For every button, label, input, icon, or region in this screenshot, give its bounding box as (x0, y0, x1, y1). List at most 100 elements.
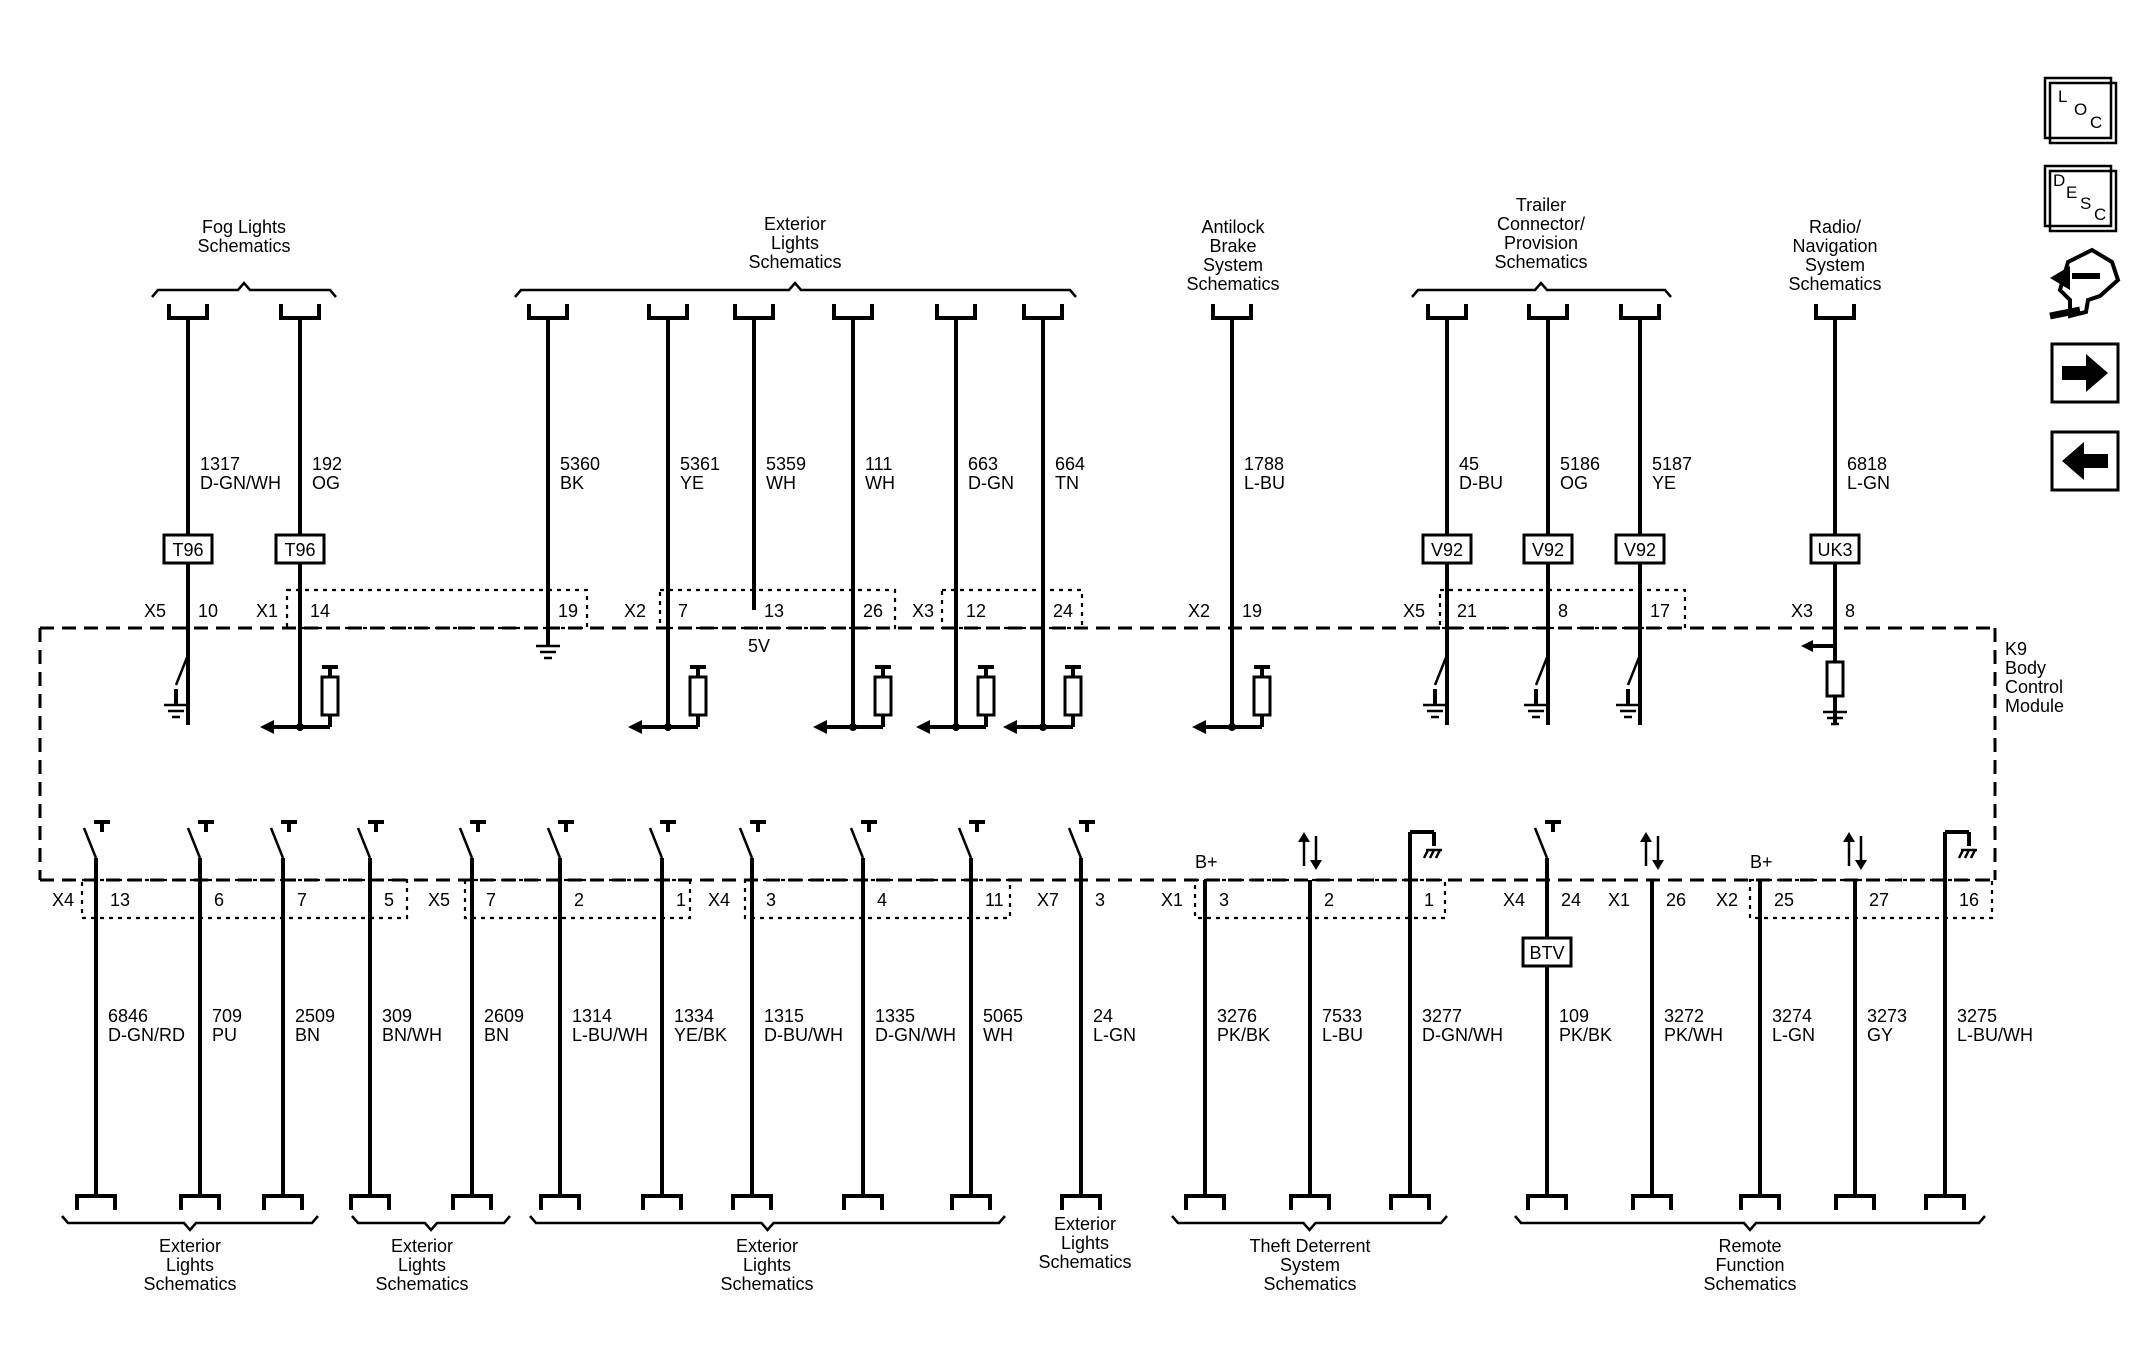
circuit-number: 1334 (674, 1006, 714, 1026)
bottom-group-labels: ExteriorLightsSchematicsExteriorLightsSc… (143, 1214, 1796, 1294)
bplus-label: B+ (1195, 852, 1218, 872)
connector-cup (1834, 1194, 1876, 1210)
connector-id: X1 (1608, 890, 1630, 910)
description-button-letter: S (2080, 194, 2091, 213)
pin-number: 1 (676, 890, 686, 910)
pin-number: 8 (1845, 601, 1855, 621)
pin-number: 4 (877, 890, 887, 910)
description-button-letter: E (2066, 183, 2077, 202)
connector-icon[interactable] (2049, 247, 2121, 320)
top-group-label-line: System (1203, 255, 1263, 275)
connector-cup (1426, 304, 1468, 320)
bottom-group-label-line: Lights (398, 1255, 446, 1275)
connector-cup (1631, 1194, 1673, 1210)
top-group-label-line: Fog Lights (202, 217, 286, 237)
circuit-number: 1317 (200, 454, 240, 474)
splice-box (1421, 533, 1473, 565)
wire-color: D-GN/WH (1422, 1025, 1503, 1045)
connector-cup (641, 1194, 683, 1210)
connector-cup (349, 1194, 391, 1210)
circuit-number: 3272 (1664, 1006, 1704, 1026)
wire-color: BK (560, 473, 584, 493)
top-group-label-line: Brake (1209, 236, 1256, 256)
pin-number: 11 (985, 890, 1004, 910)
top-group-label-line: Antilock (1201, 217, 1265, 237)
circuit-number: 5187 (1652, 454, 1692, 474)
connector-id: X7 (1037, 890, 1059, 910)
top-wires: 1317D-GN/WHT9610X5192OGT9614X15360BK1953… (144, 304, 1890, 734)
bottom-group-braces (61, 1215, 1986, 1232)
connector-cup (647, 304, 689, 320)
top-group-label-line: Schematics (1186, 274, 1279, 294)
wire-color: WH (983, 1025, 1013, 1045)
pin-number: 13 (764, 601, 784, 621)
bottom-group-label-line: Theft Deterrent (1249, 1236, 1370, 1256)
bottom-group-label-line: Exterior (1054, 1214, 1116, 1234)
wire-color: OG (1560, 473, 1588, 493)
top-group-label-line: System (1805, 255, 1865, 275)
bottom-group-label-line: Lights (166, 1255, 214, 1275)
location-button[interactable]: L O C (2043, 76, 2118, 145)
connector-cup (167, 304, 209, 320)
connector-cup (279, 304, 321, 320)
circuit-number: 2609 (484, 1006, 524, 1026)
connector-id: X4 (52, 890, 74, 910)
splice-label: V92 (1624, 540, 1656, 560)
bottom-group-label-line: Remote (1718, 1236, 1781, 1256)
circuit-number: 109 (1559, 1006, 1589, 1026)
connector-cup (1526, 1194, 1568, 1210)
circuit-number: 3275 (1957, 1006, 1997, 1026)
bottom-group-label-line: Exterior (159, 1236, 221, 1256)
circuit-number: 663 (968, 454, 998, 474)
voltage-label: 5V (748, 636, 770, 656)
pin-number: 14 (310, 601, 330, 621)
splice-label: T96 (172, 540, 203, 560)
connector-cup (1211, 304, 1253, 320)
next-page-button[interactable] (2050, 342, 2120, 404)
bottom-group-label-line: Function (1715, 1255, 1784, 1275)
connector-id: X1 (1161, 890, 1183, 910)
connector-id: X1 (256, 601, 278, 621)
top-group-labels: Fog LightsSchematicsExteriorLightsSchema… (197, 195, 1881, 294)
pin-number: 19 (558, 601, 578, 621)
description-button-letter: D (2053, 171, 2065, 190)
connector-id: X2 (624, 601, 646, 621)
group-brace (61, 1215, 319, 1232)
pin-number: 7 (486, 890, 496, 910)
bottom-group-label-line: Lights (743, 1255, 791, 1275)
pin-number: 26 (863, 601, 883, 621)
wire-color: D-GN/WH (200, 473, 281, 493)
splice-box (162, 533, 214, 565)
module-label-line: Body (2005, 658, 2046, 678)
pin-number: 7 (678, 601, 688, 621)
wire-color: L-BU/WH (1957, 1025, 2033, 1045)
pin-number: 3 (1219, 890, 1229, 910)
splice-box (1614, 533, 1666, 565)
wire-color: PK/BK (1559, 1025, 1612, 1045)
connector-id: X4 (708, 890, 730, 910)
pin-number: 2 (1324, 890, 1334, 910)
top-group-braces (151, 281, 1672, 298)
wire-color: D-GN/WH (875, 1025, 956, 1045)
pin-number: 13 (110, 890, 130, 910)
connector-cup (1022, 304, 1064, 320)
pin-number: 8 (1558, 601, 1568, 621)
description-button[interactable]: D E S C (2043, 164, 2118, 233)
group-brace (1171, 1215, 1448, 1232)
splice-box (1522, 533, 1574, 565)
top-group-label-line: Provision (1504, 233, 1578, 253)
previous-page-button[interactable] (2050, 430, 2120, 492)
pin-number: 12 (966, 601, 986, 621)
